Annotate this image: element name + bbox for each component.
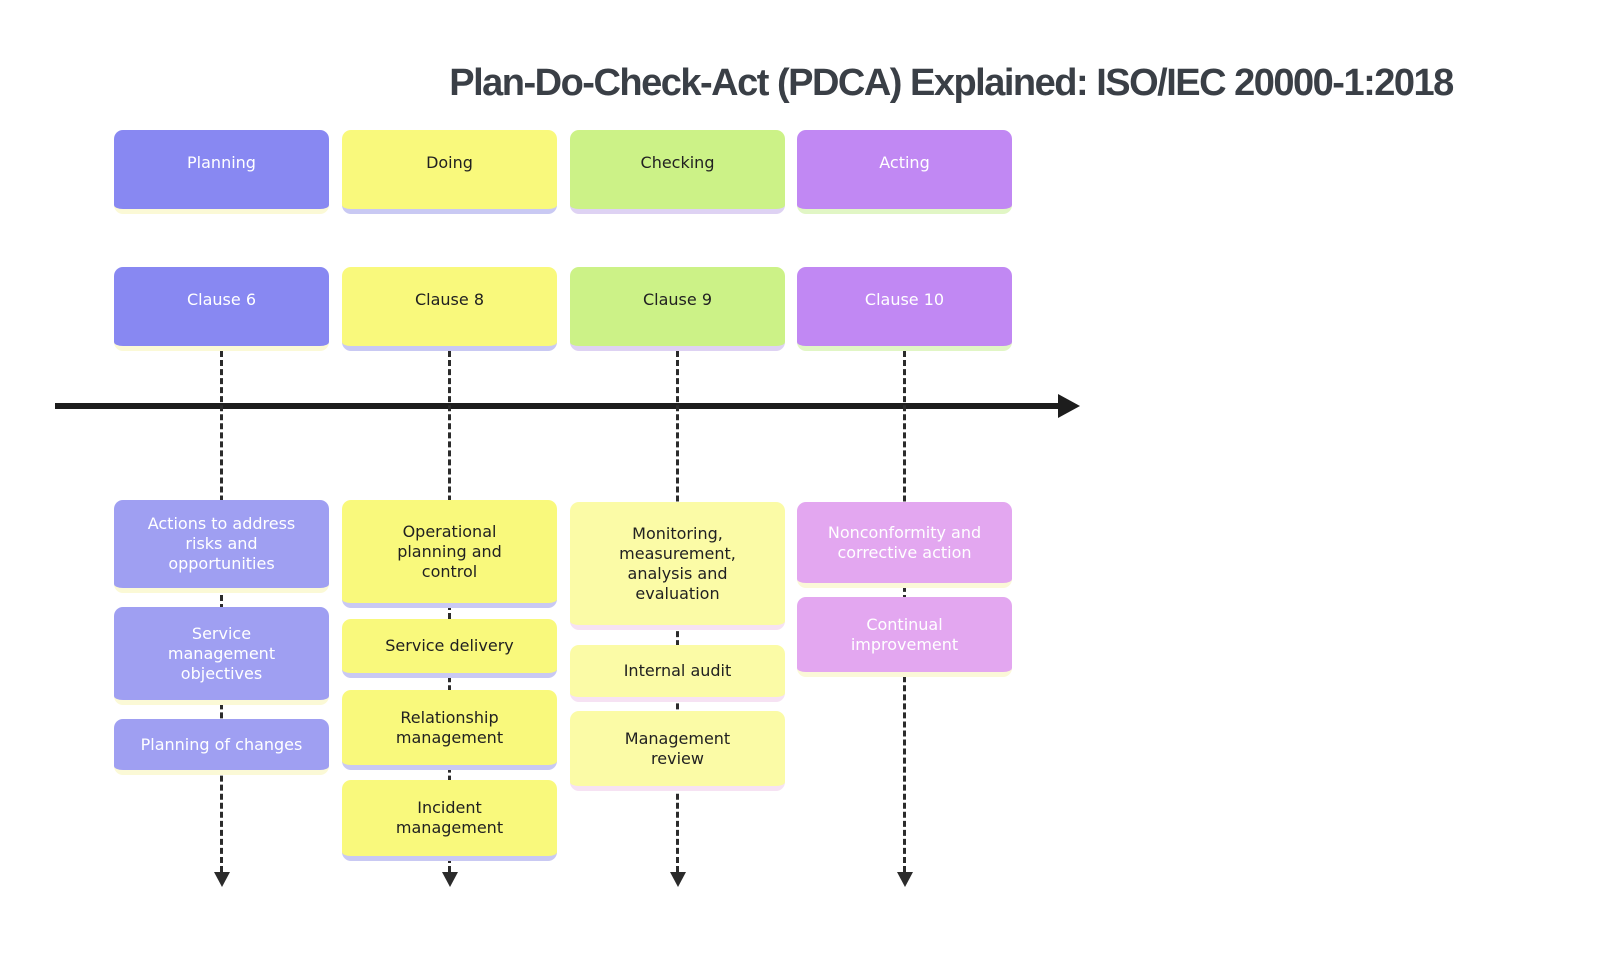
planning-down-arrowhead-icon xyxy=(213,872,230,887)
planning-detail-1-label: Actions to address risks and opportuniti… xyxy=(147,514,296,573)
clause-label-8: Clause 8 xyxy=(414,290,484,309)
planning-detail-2: Service management objectives xyxy=(114,607,329,705)
acting-down-arrowhead-icon xyxy=(896,872,913,887)
clause-box-6: Clause 6 xyxy=(114,267,329,351)
acting-detail-1-label: Nonconformity and corrective action xyxy=(827,522,982,562)
doing-down-arrowhead-icon xyxy=(441,872,458,887)
phase-box-checking: Checking xyxy=(570,130,785,214)
timeline-line xyxy=(55,403,1060,409)
clause-label-6: Clause 6 xyxy=(186,290,256,309)
checking-detail-2-label: Internal audit xyxy=(623,661,732,680)
checking-detail-1-label: Monitoring, measurement, analysis and ev… xyxy=(619,523,736,603)
acting-detail-1: Nonconformity and corrective action xyxy=(797,502,1012,588)
phase-label-doing: Doing xyxy=(426,153,473,172)
doing-detail-2-label: Service delivery xyxy=(385,636,514,655)
planning-detail-2-label: Service management objectives xyxy=(167,623,276,683)
checking-detail-2: Internal audit xyxy=(570,645,785,702)
doing-detail-1: Operational planning and control xyxy=(342,500,557,608)
doing-detail-3: Relationship management xyxy=(342,690,557,770)
doing-detail-3-label: Relationship management xyxy=(395,707,504,747)
clause-box-9: Clause 9 xyxy=(570,267,785,351)
planning-detail-3: Planning of changes xyxy=(114,719,329,775)
phase-box-acting: Acting xyxy=(797,130,1012,214)
checking-down-arrowhead-icon xyxy=(669,872,686,887)
acting-detail-2-label: Continual improvement xyxy=(850,614,959,654)
planning-detail-3-label: Planning of changes xyxy=(140,734,303,754)
doing-detail-1-label: Operational planning and control xyxy=(397,521,502,581)
phase-label-checking: Checking xyxy=(640,153,715,172)
doing-detail-4-label: Incident management xyxy=(395,798,504,837)
planning-detail-1: Actions to address risks and opportuniti… xyxy=(114,500,329,593)
doing-detail-4: Incident management xyxy=(342,780,557,861)
doing-dashed-line xyxy=(448,351,451,872)
phase-box-doing: Doing xyxy=(342,130,557,214)
clause-label-9: Clause 9 xyxy=(642,290,712,309)
checking-detail-3: Management review xyxy=(570,711,785,791)
acting-detail-2: Continual improvement xyxy=(797,597,1012,677)
phase-label-acting: Acting xyxy=(879,153,930,172)
doing-detail-2: Service delivery xyxy=(342,619,557,678)
clause-box-8: Clause 8 xyxy=(342,267,557,351)
clause-box-10: Clause 10 xyxy=(797,267,1012,351)
clause-label-10: Clause 10 xyxy=(864,290,945,309)
checking-detail-1: Monitoring, measurement, analysis and ev… xyxy=(570,502,785,630)
phase-box-planning: Planning xyxy=(114,130,329,214)
timeline-right-arrowhead-icon xyxy=(1058,394,1080,418)
checking-detail-3-label: Management review xyxy=(624,728,731,768)
diagram-title: Plan-Do-Check-Act (PDCA) Explained: ISO/… xyxy=(449,62,1454,104)
phase-label-planning: Planning xyxy=(187,153,256,172)
